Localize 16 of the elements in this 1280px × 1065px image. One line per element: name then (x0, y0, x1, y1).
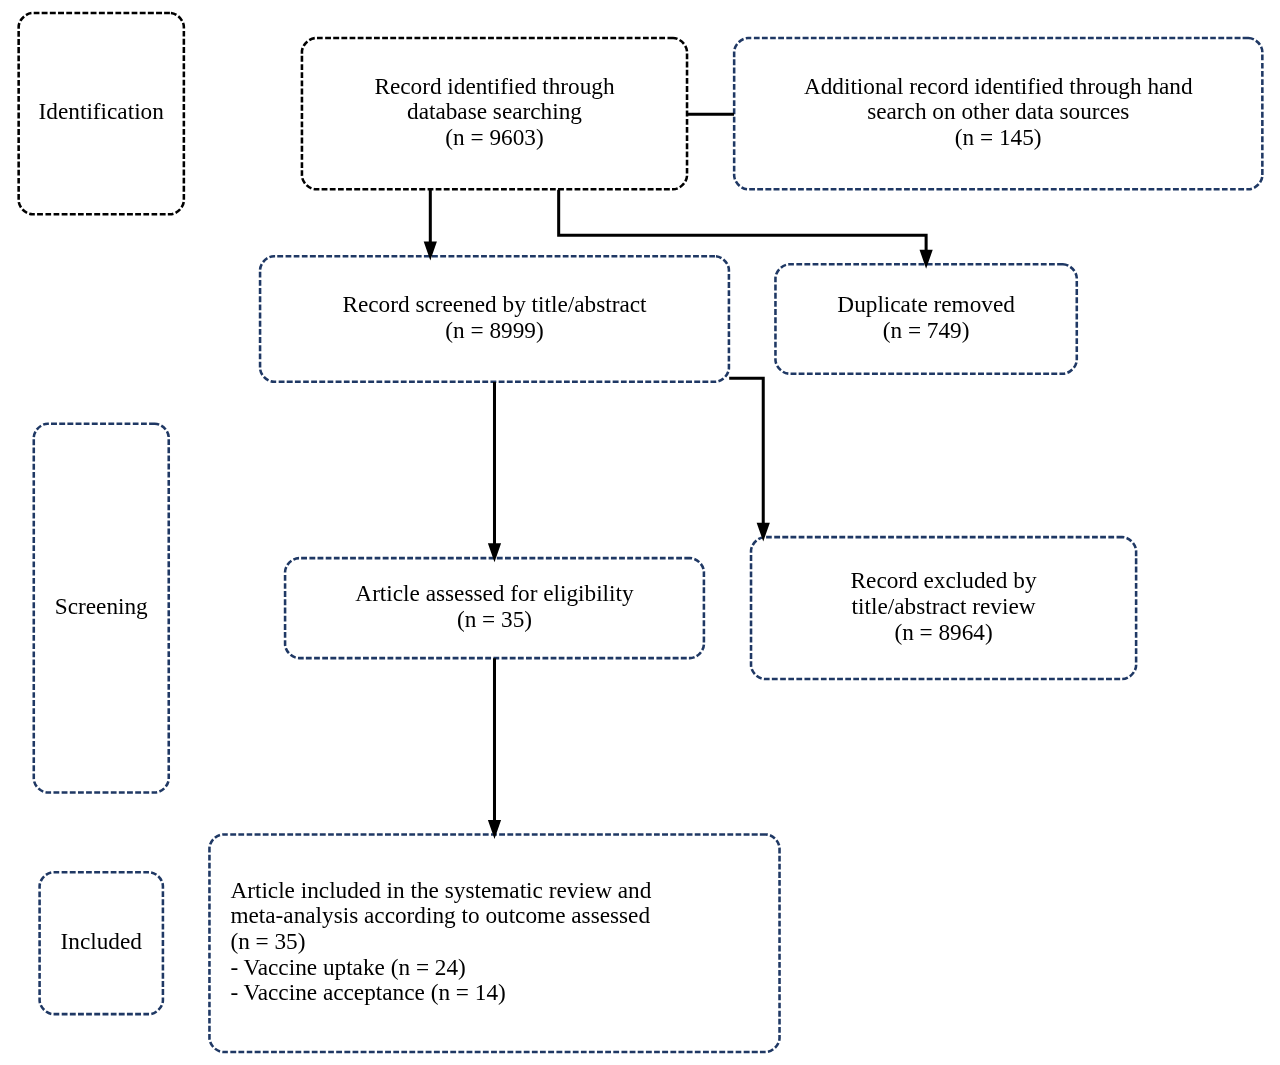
node-box: Duplicate removed (n = 749) (773, 263, 1078, 375)
node-box: Identification (16, 11, 185, 216)
node-box: Article included in the systematic review and meta-analysis according to outcome assessed (n = 35) - Vaccine uptake (n = 24) - Vaccine acceptance (n = 14) (207, 833, 781, 1054)
node-box: Additional record identified through hand search on other data sources (n = 145) (732, 36, 1264, 191)
node-box: Screening (32, 422, 170, 794)
arrow (487, 382, 501, 563)
node-box: Article assessed for eligibility (n = 35) (283, 556, 705, 660)
arrow (487, 658, 501, 839)
node-box: Included (37, 870, 164, 1016)
arrow (728, 376, 770, 542)
arrow (556, 189, 933, 269)
node-box: Record screened by title/abstract (n = 8999) (258, 254, 730, 384)
connector (686, 112, 734, 116)
node-box: Record identified through database searching (n = 9603) (300, 36, 688, 191)
arrow (423, 189, 437, 261)
node-box: Record excluded by title/abstract review (n = 8964) (749, 535, 1137, 681)
